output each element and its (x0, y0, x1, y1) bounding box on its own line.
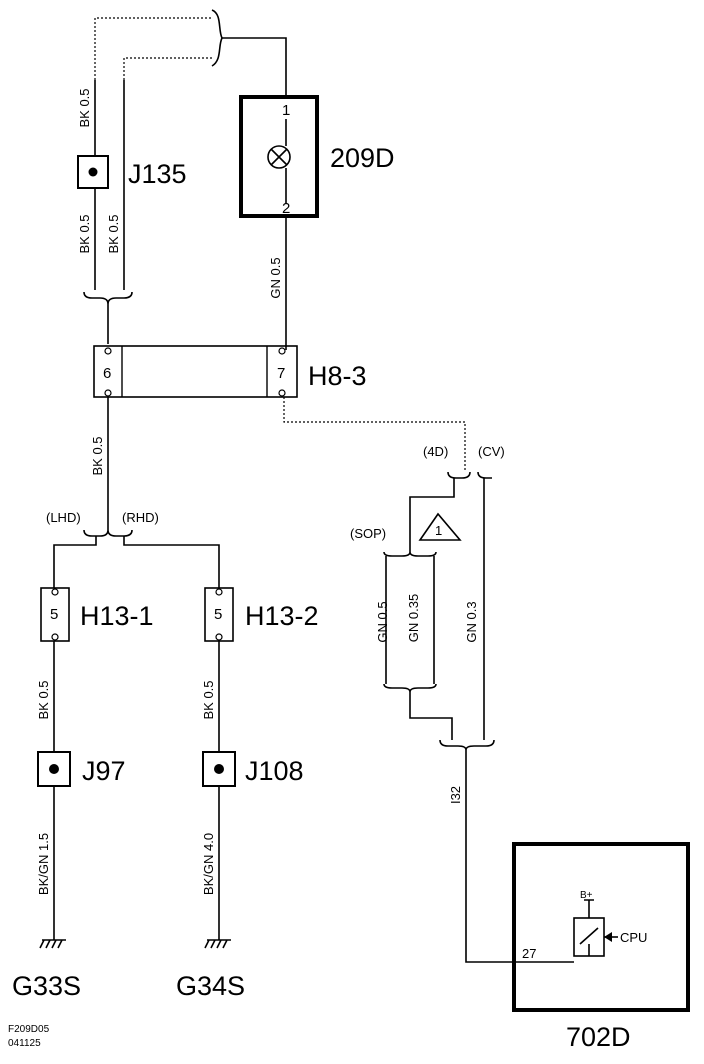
connector-h13-2: 5 H13-2 (204, 587, 319, 642)
j97-label: J97 (82, 756, 126, 786)
wire-bkgn-40: BK/GN 4.0 (201, 833, 216, 895)
right-ground-branch: J108 G34S (176, 641, 304, 1001)
wire-labels: BK 0.5 BK 0.5 BK 0.5 GN 0.5 BK 0.5 BK 0.… (36, 88, 479, 895)
right-circuit: 1 (283, 397, 574, 963)
wire-bkgn-15: BK/GN 1.5 (36, 833, 51, 895)
wire-bk-05-right: BK 0.5 (106, 214, 121, 253)
wire-gn-05-sop: GN 0.5 (375, 601, 390, 642)
lhd-label: (LHD) (46, 510, 81, 525)
wire-circuit-132: I32 (448, 786, 463, 804)
4d-label: (4D) (423, 444, 448, 459)
h8-pin6: 6 (103, 365, 111, 382)
left-ground-branch: J97 G33S (12, 641, 126, 1001)
wire-bk-05-top: BK 0.5 (77, 88, 92, 127)
cv-label: (CV) (478, 444, 505, 459)
top-wiring (83, 9, 287, 344)
module-label: 702D (566, 1022, 631, 1052)
h13-1-pin: 5 (50, 606, 58, 623)
h13-2-label: H13-2 (245, 601, 319, 631)
variant-labels: (LHD) (RHD) (4D) (CV) (SOP) (46, 444, 505, 541)
wire-bk-05-h8: BK 0.5 (90, 436, 105, 475)
wire-bk-05-left: BK 0.5 (77, 214, 92, 253)
bplus-label: B+ (580, 890, 593, 901)
lamp-209d: 1 2 209D (239, 95, 395, 218)
h8-label: H8-3 (308, 361, 367, 391)
wire-gn-05-lamp: GN 0.5 (268, 257, 283, 298)
j135-label: J135 (128, 159, 187, 189)
rhd-label: (RHD) (122, 510, 159, 525)
module-702d: B+ CPU 27 702D (512, 842, 690, 1052)
h8-pin7: 7 (277, 365, 285, 382)
footer-date: 041125 (8, 1038, 41, 1049)
g34s-label: G34S (176, 971, 245, 1001)
sop-label: (SOP) (350, 526, 386, 541)
lamp-label: 209D (330, 143, 395, 173)
h13-2-pin: 5 (214, 606, 222, 623)
module-pin-27: 27 (522, 946, 536, 961)
left-branch (53, 397, 220, 588)
splice-j135: J135 (77, 155, 187, 189)
wire-bk-05-j97: BK 0.5 (36, 680, 51, 719)
wire-bk-05-j108: BK 0.5 (201, 680, 216, 719)
lamp-pin2: 2 (282, 200, 290, 217)
j108-label: J108 (245, 756, 304, 786)
connector-h8-3: 6 7 H8-3 (93, 345, 367, 398)
lamp-pin1: 1 (282, 102, 290, 119)
footer: F209D05 041125 (8, 1024, 50, 1049)
g33s-label: G33S (12, 971, 81, 1001)
cpu-label: CPU (620, 930, 647, 945)
wire-gn-035-sop: GN 0.35 (406, 594, 421, 642)
wire-gn-03-cv: GN 0.3 (464, 601, 479, 642)
note-symbol: 1 (435, 523, 442, 538)
footer-code: F209D05 (8, 1024, 50, 1035)
connector-h13-1: 5 H13-1 (40, 587, 154, 642)
h13-1-label: H13-1 (80, 601, 154, 631)
